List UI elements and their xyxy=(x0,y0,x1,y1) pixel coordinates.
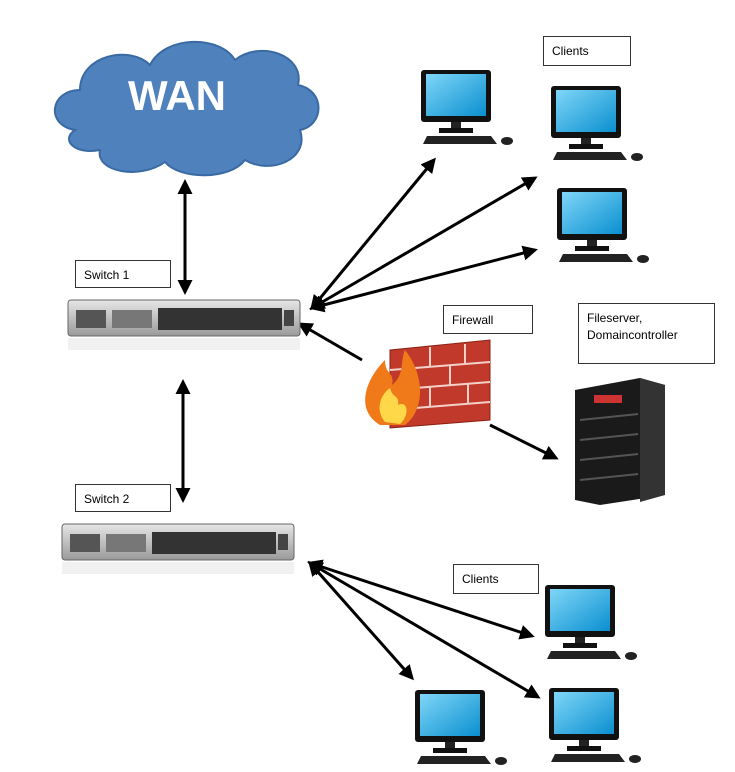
clients-top-label: Clients xyxy=(543,36,631,66)
arrow-switch1-client1 xyxy=(310,157,436,311)
switch2-device xyxy=(61,523,295,575)
wan-cloud xyxy=(54,40,320,177)
client-computer-icon xyxy=(557,188,649,263)
switch1-device xyxy=(67,299,301,351)
firewall-icon xyxy=(365,339,491,429)
client-computer-icon xyxy=(551,86,643,161)
fileserver-label: Fileserver, Domaincontroller xyxy=(578,303,715,364)
fileserver-label-line2: Domaincontroller xyxy=(587,328,678,342)
arrow-firewall-server xyxy=(489,423,559,460)
switch1-label: Switch 1 xyxy=(75,260,171,288)
arrow-switch2-client6 xyxy=(308,560,414,681)
arrow-switch1-client2 xyxy=(309,176,538,310)
connection-arrows xyxy=(175,157,559,699)
client-computer-icon xyxy=(549,688,641,763)
client-computer-icon xyxy=(545,585,637,660)
arrow-switch1-client3 xyxy=(309,245,538,313)
arrow-firewall-switch1 xyxy=(297,322,363,362)
fileserver-icon xyxy=(575,378,665,505)
firewall-label: Firewall xyxy=(443,305,533,334)
client-computer-icon xyxy=(415,690,507,765)
clients-bottom-label: Clients xyxy=(453,564,539,594)
wan-label: WAN xyxy=(128,72,226,119)
fileserver-label-line1: Fileserver, xyxy=(587,311,643,325)
switch2-label: Switch 2 xyxy=(75,484,171,512)
client-computer-icon xyxy=(421,70,513,145)
